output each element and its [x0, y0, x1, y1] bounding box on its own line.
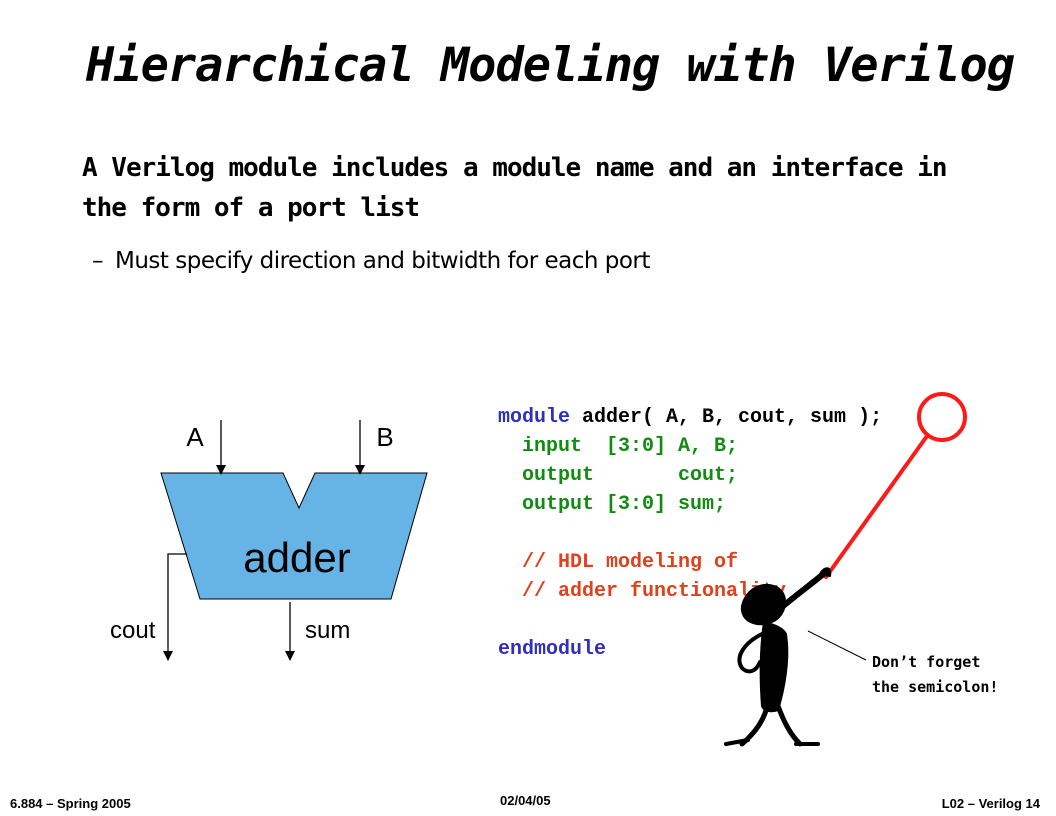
figure-leg-right — [775, 703, 803, 747]
sub-bullet: –Must specify direction and bitwidth for… — [92, 248, 650, 274]
figure-arm-raised — [773, 569, 829, 615]
stick-figure — [724, 567, 832, 747]
code-keyword: input — [522, 435, 583, 458]
slide-title: Hierarchical Modeling with Verilog — [86, 38, 1015, 93]
callout-line-1: Don’t forget — [872, 653, 981, 671]
code-keyword: endmodule — [498, 638, 607, 661]
cout-label: cout — [110, 617, 156, 644]
code-text: cout; — [594, 464, 739, 487]
adder-block-label: adder — [243, 534, 350, 581]
code-keyword: module — [498, 406, 571, 429]
code-keyword: output — [522, 493, 595, 516]
input-b-label: B — [376, 422, 393, 452]
adder-block — [160, 472, 428, 600]
semicolon-callout: Don’t forget the semicolon! — [872, 650, 998, 700]
figure-arm-hip — [737, 632, 764, 674]
figure-foot-left — [724, 738, 750, 746]
semicolon-highlight-circle — [917, 392, 967, 442]
footer-page: L02 – Verilog 14 — [941, 796, 1040, 811]
figure-body — [759, 621, 789, 713]
cout-arrow — [163, 553, 187, 661]
code-text: [3:0] sum; — [594, 493, 727, 516]
callout-line-2: the semicolon! — [872, 678, 999, 696]
figure-leg-left — [739, 701, 771, 747]
callout-leader-line — [807, 630, 867, 661]
sub-bullet-dash: – — [92, 248, 104, 274]
code-comment: // HDL modeling of — [522, 551, 739, 574]
figure-head — [740, 583, 787, 626]
sub-bullet-text: Must specify direction and bitwidth for … — [115, 248, 650, 274]
footer-date: 02/04/05 — [500, 793, 551, 808]
sum-label: sum — [305, 617, 350, 644]
code-text: [3:0] A, B; — [582, 435, 739, 458]
main-bullet: A Verilog module includes a module name … — [82, 153, 948, 223]
input-a-label: A — [186, 422, 204, 452]
verilog-code: module adder( A, B, cout, sum ); input [… — [498, 403, 882, 664]
pointer-stick — [824, 434, 929, 579]
figure-hand — [819, 567, 832, 577]
footer-course: 6.884 – Spring 2005 — [10, 796, 131, 811]
code-text: adder( A, B, cout, sum ); — [570, 406, 883, 429]
code-keyword: output — [522, 464, 595, 487]
